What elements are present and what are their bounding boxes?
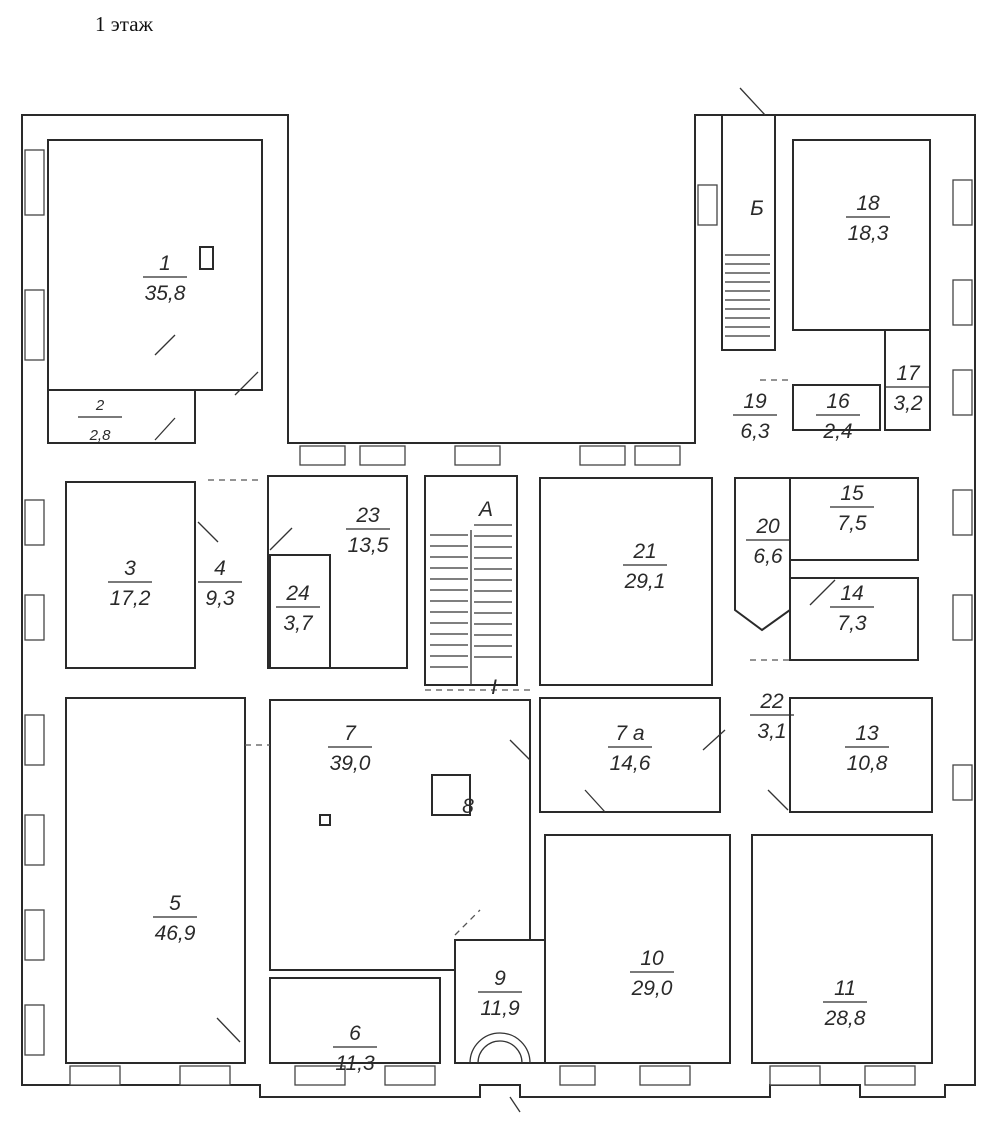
room-area: 10,8 <box>847 752 888 775</box>
room-24-label: 243,7 <box>276 582 320 635</box>
room-4-label: 49,3 <box>198 557 242 610</box>
outer-wall <box>21 114 976 1098</box>
room-6-label: 611,3 <box>333 1022 377 1075</box>
room-area: 14,6 <box>610 752 651 775</box>
room-area: 35,8 <box>145 282 186 305</box>
room-area: 46,9 <box>155 922 196 945</box>
room-area: 28,8 <box>824 1007 866 1030</box>
room-area: 3,1 <box>757 720 786 743</box>
room-area: 11,3 <box>335 1052 375 1075</box>
room-number: 14 <box>840 582 863 605</box>
room-number: 10 <box>640 947 664 970</box>
room-area: 6,6 <box>753 545 783 568</box>
stair-label-i: I <box>491 676 497 699</box>
room-number: 19 <box>743 390 767 413</box>
room-1-label: 135,8 <box>143 252 187 305</box>
room-area: 3,7 <box>283 612 314 635</box>
room-area: 6,3 <box>740 420 770 443</box>
room-5-label: 546,9 <box>153 892 197 945</box>
stair-label-b: Б <box>750 197 764 220</box>
room-18-label: 18 18,3 <box>846 192 890 245</box>
room-number: 4 <box>214 557 226 580</box>
room-20-label: 206,6 <box>746 515 790 568</box>
room-number: 23 <box>355 504 380 527</box>
room-number: 13 <box>855 722 879 745</box>
room-21-label: 21 29,1 <box>623 540 667 593</box>
room-walls <box>47 114 933 1064</box>
room-number: 16 <box>826 390 850 413</box>
room-area: 2,8 <box>89 427 112 444</box>
room-number: 7 а <box>615 722 644 745</box>
room-15-label: 157,5 <box>830 482 874 535</box>
room-number: 1 <box>159 252 171 275</box>
room-16-label: 162,4 <box>816 390 860 443</box>
room-area: 29,0 <box>631 977 673 1000</box>
staircase-a-steps <box>430 524 512 685</box>
room-number: 9 <box>494 967 506 990</box>
room-7а-label: 7 а 14,6 <box>608 722 652 775</box>
room-number: 8 <box>462 795 474 818</box>
room-area: 2,4 <box>822 420 852 443</box>
room-number: 24 <box>285 582 309 605</box>
room-area: 17,2 <box>110 587 151 610</box>
stair-label-a: А <box>477 498 493 521</box>
room-23-label: 23 13,5 <box>346 504 390 557</box>
room-10-label: 10 29,0 <box>630 947 674 1000</box>
room-17-label: 173,2 <box>886 362 930 415</box>
room-number: 20 <box>755 515 780 538</box>
room-area: 7,5 <box>837 512 867 535</box>
room-number: 11 <box>834 977 856 1000</box>
windows <box>24 149 973 1086</box>
room-number: 17 <box>896 362 921 385</box>
staircase-b-steps <box>725 254 770 337</box>
room-area: 7,3 <box>837 612 867 635</box>
room-8-label: 8 <box>462 795 474 818</box>
room-number: 7 <box>344 722 357 745</box>
room-3-label: 317,2 <box>108 557 152 610</box>
room-number: 15 <box>840 482 864 505</box>
doors <box>154 87 836 1113</box>
room-number: 2 <box>95 397 105 414</box>
room-number: 18 <box>856 192 880 215</box>
room-number: 21 <box>632 540 656 563</box>
room-area: 39,0 <box>330 752 371 775</box>
room-14-label: 147,3 <box>830 582 874 635</box>
room-19-label: 196,3 <box>733 390 777 443</box>
room-number: 6 <box>349 1022 361 1045</box>
room-area: 29,1 <box>624 570 666 593</box>
room-number: 22 <box>759 690 784 713</box>
room-22-label: 223,1 <box>750 690 794 743</box>
room-2-label: 22,8 <box>78 397 122 444</box>
room-area: 9,3 <box>205 587 235 610</box>
arch-entrance <box>469 1032 531 1064</box>
room-11-label: 11 28,8 <box>823 977 867 1030</box>
room-number: 5 <box>169 892 181 915</box>
room-number: 3 <box>124 557 136 580</box>
room-area: 11,9 <box>480 997 520 1020</box>
room-13-label: 13 10,8 <box>845 722 889 775</box>
room-7-label: 739,0 <box>328 722 372 775</box>
room-area: 18,3 <box>848 222 889 245</box>
room-area: 3,2 <box>893 392 923 415</box>
room-area: 13,5 <box>348 534 389 557</box>
floor-title: 1 этаж <box>95 12 154 36</box>
room-9-label: 911,9 <box>478 967 522 1020</box>
